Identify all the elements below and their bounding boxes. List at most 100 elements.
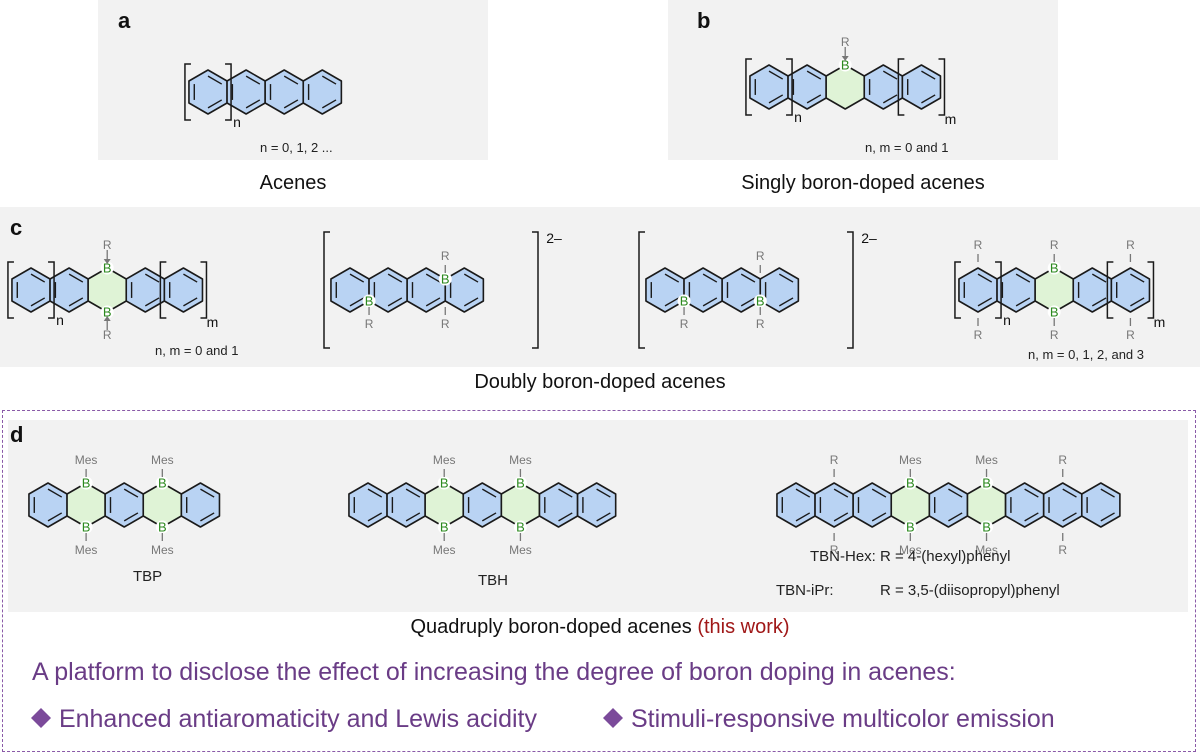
double-bond	[948, 512, 963, 522]
boron-atom-bg	[677, 294, 691, 308]
double-bond	[387, 273, 403, 283]
dianion-bracket-close	[532, 231, 539, 349]
double-bond	[1130, 297, 1145, 307]
double-bond	[977, 273, 993, 283]
repeat-bracket-open	[897, 58, 905, 116]
dianion-charge: 2–	[861, 230, 877, 246]
arrow-head-icon	[103, 316, 111, 321]
substituent-label: Mes	[75, 453, 98, 467]
panel-b-caption: Singly boron-doped acenes	[741, 172, 985, 194]
substituent-label: R	[365, 317, 374, 331]
substituent-label: R	[1126, 328, 1135, 342]
diamond-bullet-icon	[31, 708, 51, 728]
double-bond	[283, 99, 299, 109]
platform-point-1: Enhanced antiaromaticity and Lewis acidi…	[30, 705, 537, 734]
substituent-label: R	[1058, 453, 1067, 467]
double-bond	[795, 488, 811, 498]
double-bond	[1024, 488, 1039, 498]
substituent-label: R	[680, 317, 689, 331]
double-bond	[833, 488, 849, 498]
double-bond	[245, 75, 261, 85]
double-bond	[740, 273, 756, 283]
point-1-text: Enhanced antiaromaticity and Lewis acidi…	[58, 705, 537, 733]
boron-atom-bg	[753, 294, 767, 308]
boron-atom: B	[906, 476, 915, 491]
repeat-index: n	[1003, 312, 1011, 328]
double-bond	[144, 273, 160, 283]
substituent-label: R	[841, 35, 850, 49]
this-work-tag: (this work)	[697, 616, 790, 638]
dianion-bracket-open	[638, 231, 645, 349]
substituent-label: R	[756, 249, 765, 263]
substituent-label: R	[830, 453, 839, 467]
double-bond	[367, 488, 383, 498]
double-bond	[664, 297, 680, 307]
boron-atom: B	[982, 476, 991, 491]
double-bond	[871, 488, 887, 498]
substituent-label: Mes	[899, 453, 922, 467]
repeat-index: n	[56, 312, 64, 328]
dianion-bracket-close	[847, 231, 854, 349]
double-bond	[200, 488, 215, 498]
substituent-label: R	[1050, 328, 1059, 342]
boron-atom-bg	[155, 520, 169, 534]
repeat-bracket-close	[48, 261, 55, 319]
double-bond	[702, 297, 718, 307]
boron-atom: B	[365, 294, 374, 309]
double-bond	[882, 94, 898, 104]
double-bond	[795, 512, 811, 522]
boron-atom-bg	[838, 58, 852, 72]
boron-atom-bg	[100, 261, 114, 275]
double-bond	[871, 512, 887, 522]
double-bond	[200, 512, 215, 522]
repeat-index: m	[207, 314, 219, 330]
repeat-bracket-open	[1106, 261, 1114, 319]
repeat-bracket-open	[954, 261, 961, 319]
substituent-label: R	[441, 317, 450, 331]
boron-atom: B	[103, 305, 112, 320]
substituent-label: R	[103, 328, 112, 342]
substituent-label: Mes	[975, 453, 998, 467]
double-bond	[463, 297, 479, 307]
double-bond	[349, 297, 365, 307]
panel-d-caption: Quadruply boron-doped acenes (this work)	[0, 616, 1200, 639]
repeat-index: n	[794, 109, 802, 125]
boron-atom-bg	[980, 520, 994, 534]
substituent-label: R	[974, 328, 983, 342]
boron-atom-bg	[100, 305, 114, 319]
substituent-label: Mes	[433, 453, 456, 467]
substituent-label: Mes	[151, 543, 174, 557]
double-bond	[1015, 297, 1031, 307]
double-bond	[882, 70, 898, 80]
double-bond	[948, 488, 963, 498]
double-bond	[47, 488, 63, 498]
boron-atom: B	[440, 520, 449, 535]
substituent-label: R	[830, 543, 839, 557]
panel-c-caption: Doubly boron-doped acenes	[474, 371, 726, 393]
double-bond	[558, 488, 573, 498]
boron-atom: B	[841, 58, 850, 73]
double-bond	[144, 297, 160, 307]
double-bond	[1024, 512, 1039, 522]
acene-structure: n	[184, 63, 343, 130]
double-bond	[1100, 512, 1115, 522]
boron-atom: B	[516, 476, 525, 491]
dianion-bracket-open	[323, 231, 330, 349]
panel-label-c: c	[10, 215, 23, 240]
double-bond	[481, 512, 497, 522]
double-bond	[123, 512, 139, 522]
boron-atom-bg	[1047, 261, 1061, 275]
boron-atom: B	[756, 294, 765, 309]
diamond-bullet-icon	[603, 708, 623, 728]
boron-atom: B	[158, 520, 167, 535]
doubly-doped-nm-values-1: n, m = 0 and 1	[155, 343, 239, 358]
repeat-bracket-open	[184, 63, 191, 121]
double-bond	[768, 94, 784, 104]
double-bond	[387, 297, 403, 307]
this-work-frame	[2, 410, 1196, 752]
double-bond	[47, 512, 63, 522]
double-bond	[558, 512, 573, 522]
